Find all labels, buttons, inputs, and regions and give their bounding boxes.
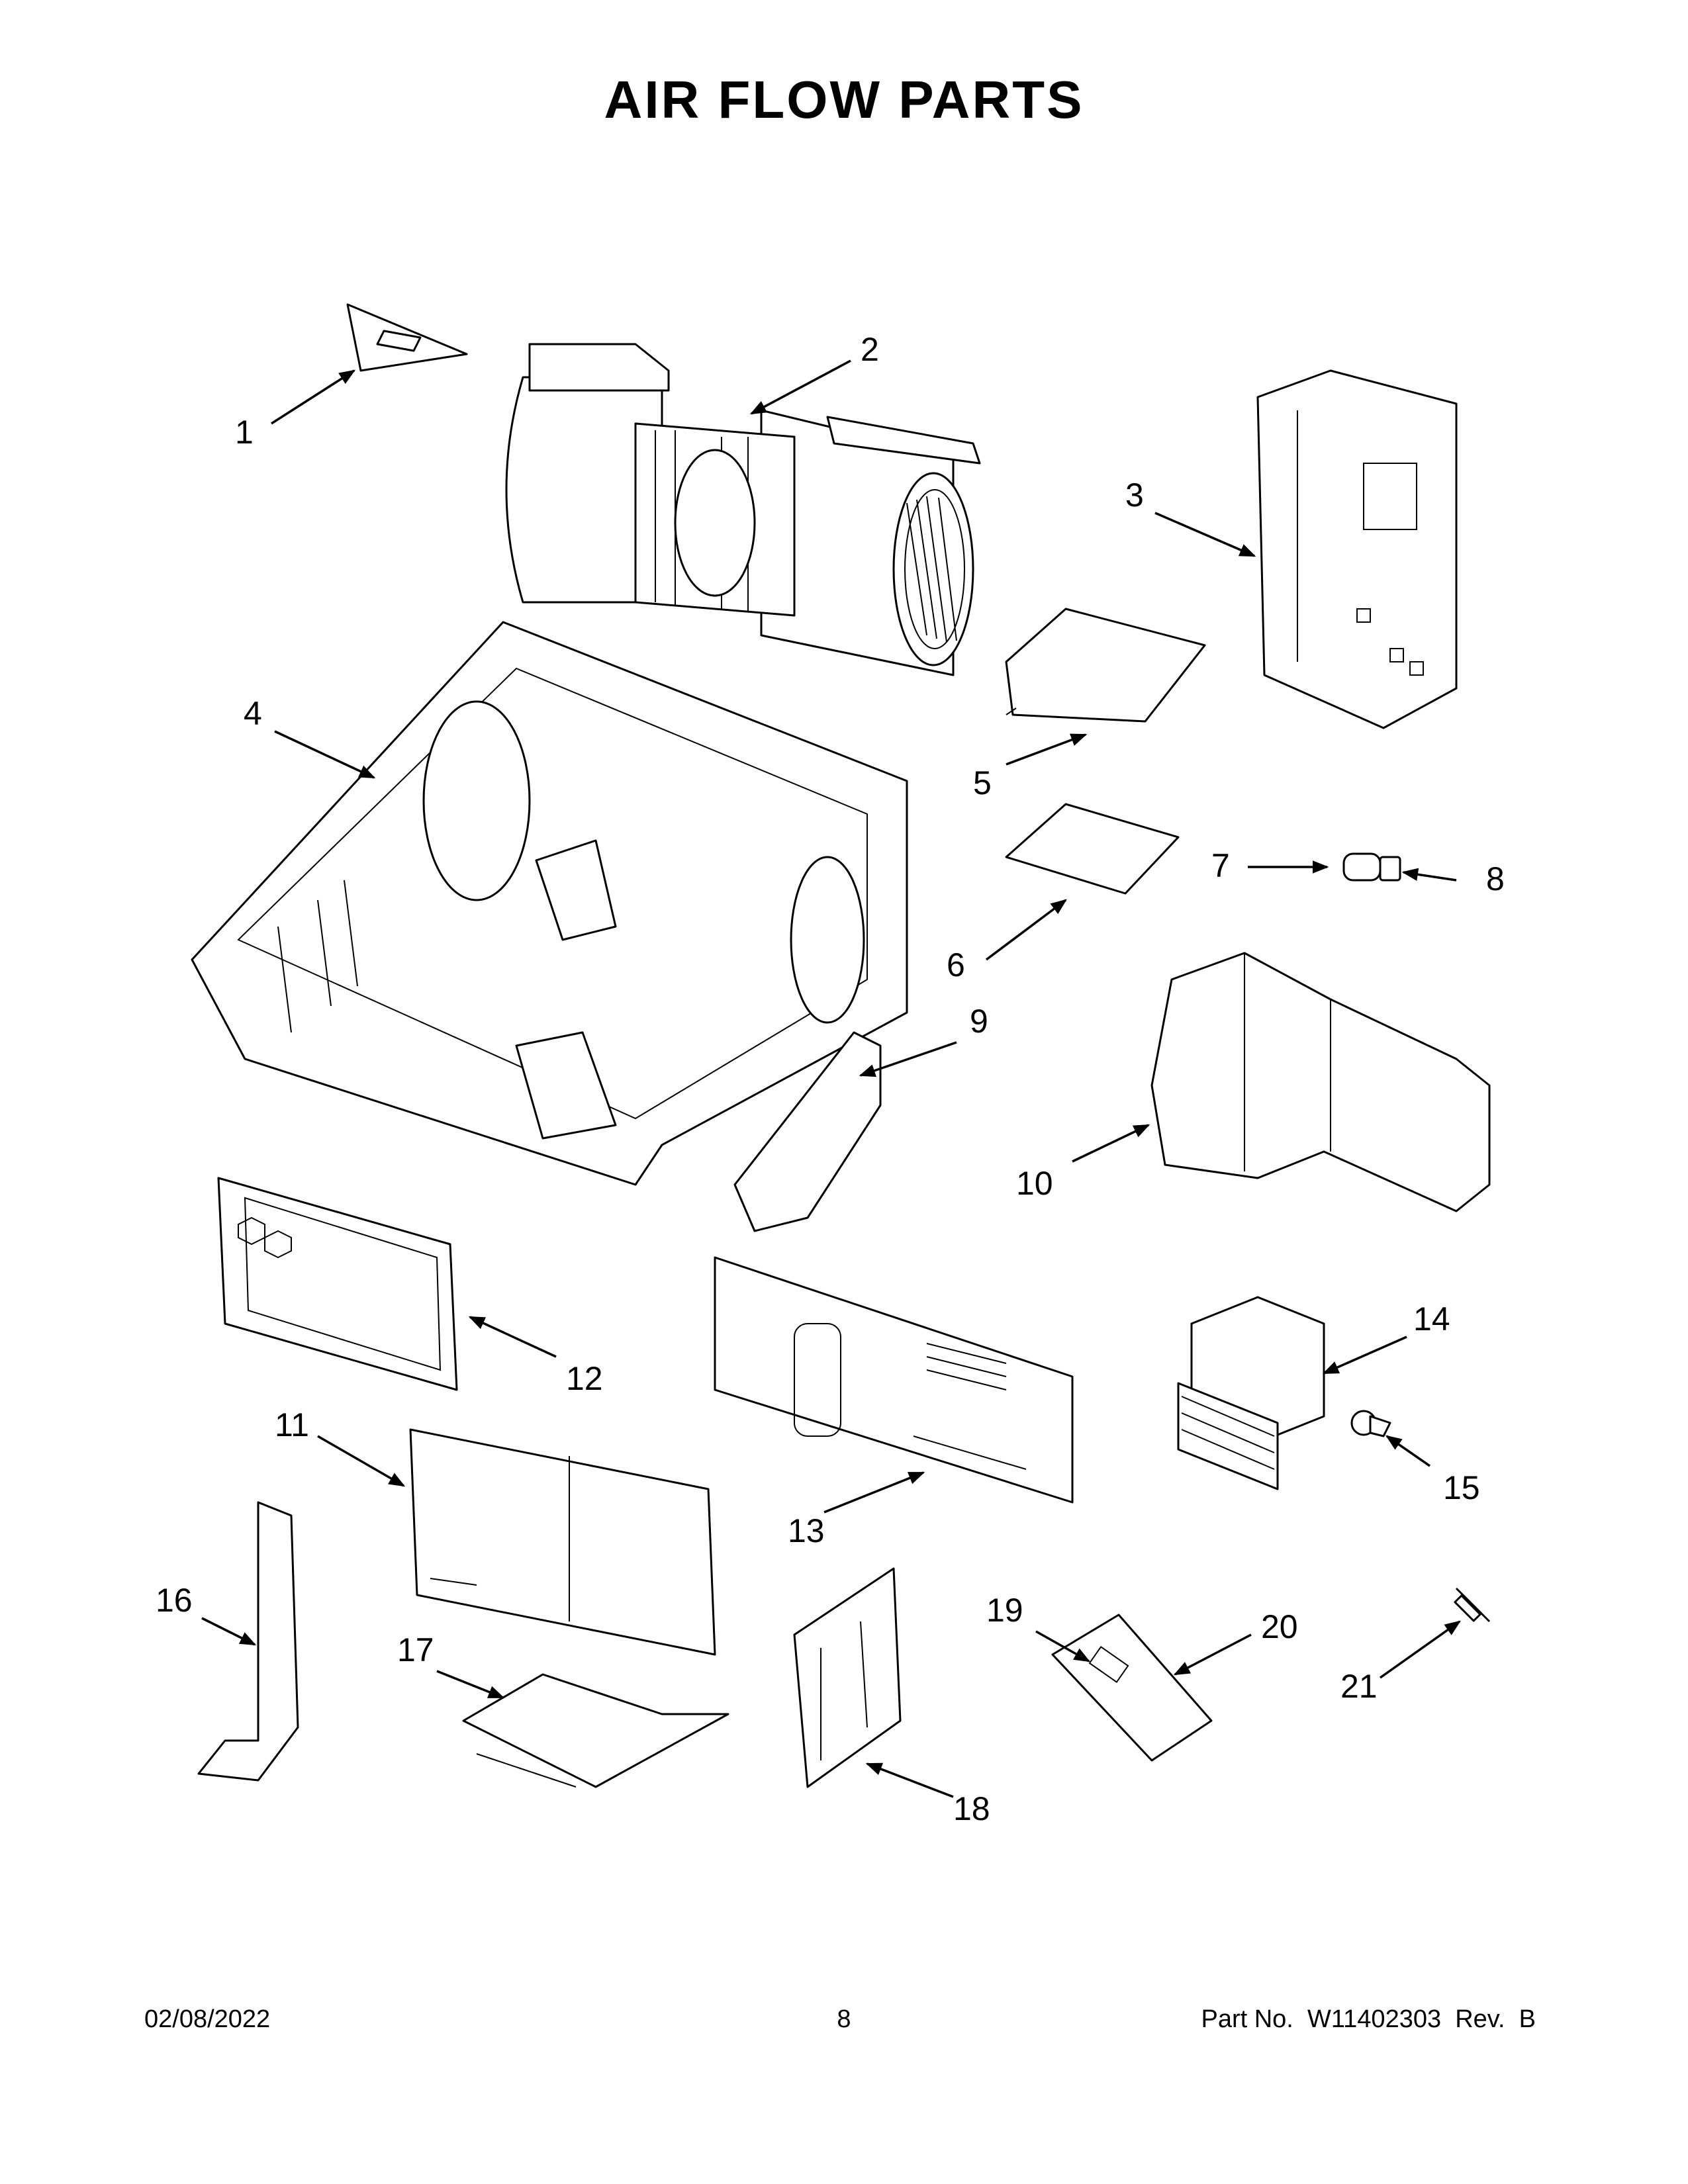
- footer-part-number: Part No. W11402303 Rev. B: [1201, 2005, 1536, 2033]
- callout-18: 18: [953, 1790, 990, 1827]
- part-10-air-guide-duct: [1150, 952, 1491, 1212]
- part-14-transformer: [1177, 1296, 1325, 1490]
- callout-9: 9: [970, 1003, 988, 1040]
- callout-15: 15: [1443, 1469, 1480, 1506]
- part-4-air-duct-housing: [191, 621, 908, 1186]
- callout-21: 21: [1340, 1668, 1378, 1705]
- part-5-cover-sheet: [1005, 608, 1206, 723]
- callout-16: 16: [156, 1582, 193, 1619]
- part-12-filter-frame: [217, 1177, 458, 1391]
- part-1-label-tag: [346, 303, 468, 372]
- part-16-mounting-strip: [197, 1501, 299, 1782]
- callout-12: 12: [566, 1360, 603, 1397]
- part-13-vented-panel: [714, 1256, 1074, 1504]
- footer-page-number: 8: [837, 2005, 851, 2033]
- callout-19: 19: [986, 1592, 1023, 1629]
- part-17-shield-plate: [462, 1673, 729, 1788]
- part-21-fuse: [1454, 1587, 1491, 1623]
- part-7-8-lamp-socket: [1342, 852, 1401, 882]
- callout-7: 7: [1211, 847, 1230, 884]
- callout-2: 2: [861, 331, 879, 368]
- callout-4: 4: [244, 695, 262, 732]
- part-19-20-circuit-board: [1051, 1614, 1213, 1762]
- part-15-thermostat: [1350, 1410, 1391, 1437]
- callout-1: 1: [235, 414, 254, 451]
- part-9-bracket-plate: [733, 1031, 882, 1232]
- footer-date: 02/08/2022: [144, 2005, 271, 2033]
- part-3-bracket: [1256, 369, 1458, 729]
- callout-13: 13: [788, 1512, 825, 1549]
- callout-11: 11: [275, 1406, 309, 1443]
- callout-8: 8: [1486, 860, 1505, 897]
- part-11-back-panel: [409, 1428, 716, 1656]
- callout-10: 10: [1016, 1165, 1053, 1202]
- callout-6: 6: [947, 946, 965, 983]
- part-18-vertical-bracket: [793, 1567, 902, 1788]
- callout-5: 5: [973, 764, 992, 801]
- callout-20: 20: [1261, 1608, 1298, 1645]
- callout-14: 14: [1413, 1300, 1450, 1338]
- page-title: AIR FLOW PARTS: [604, 70, 1084, 129]
- callout-3: 3: [1125, 477, 1144, 514]
- callout-17: 17: [397, 1631, 434, 1668]
- leader-lines: [201, 359, 1461, 1798]
- callout-numbers: 1 2 3 4 5 6 7 8 9 10 11 12 13 14 15 16 1…: [156, 331, 1505, 1827]
- part-6-insulation-pad: [1005, 803, 1180, 895]
- part-2-blower-motor: [505, 343, 981, 676]
